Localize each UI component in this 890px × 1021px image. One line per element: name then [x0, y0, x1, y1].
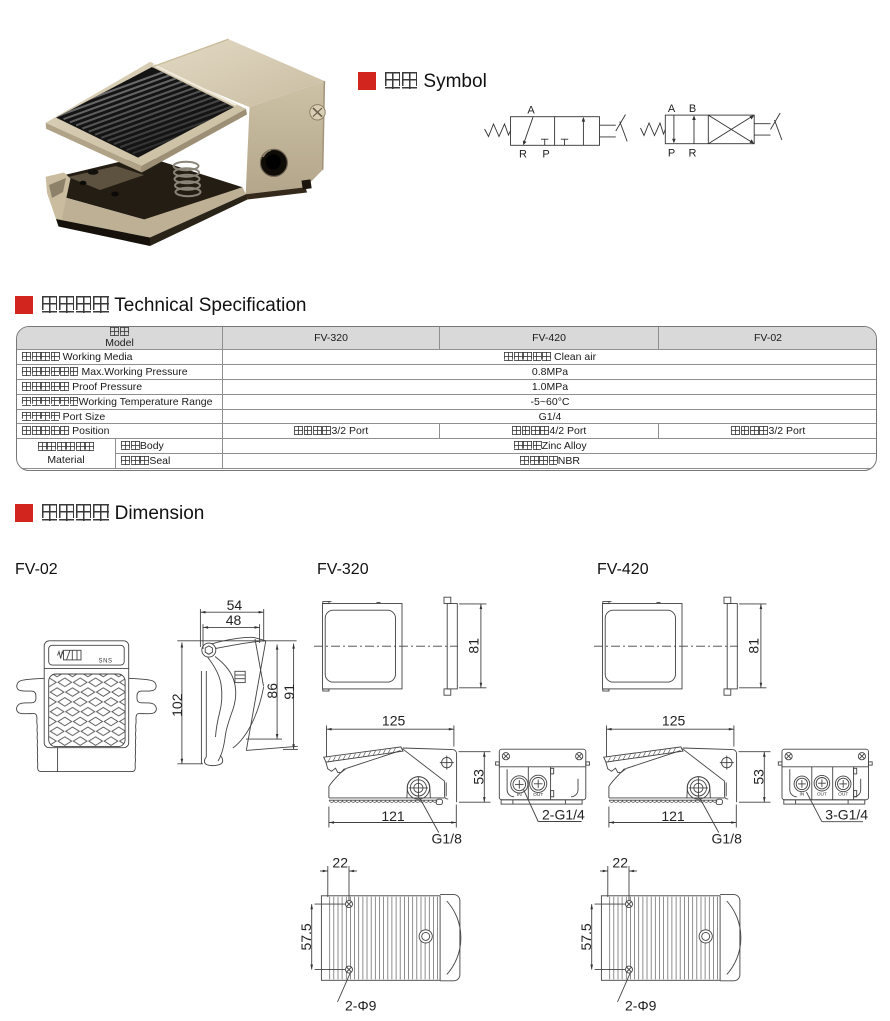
svg-text:53: 53 — [471, 769, 487, 785]
svg-text:125: 125 — [382, 713, 406, 729]
svg-text:IN: IN — [799, 792, 804, 798]
svg-text:B: B — [689, 103, 696, 115]
svg-text:86: 86 — [264, 683, 280, 699]
svg-text:G1/8: G1/8 — [432, 831, 463, 847]
svg-text:2-Φ9: 2-Φ9 — [345, 998, 377, 1014]
svg-text:22: 22 — [332, 855, 348, 871]
svg-text:54: 54 — [227, 597, 243, 613]
svg-text:3-G1/4: 3-G1/4 — [825, 807, 868, 823]
svg-text:A: A — [527, 105, 535, 117]
svg-text:48: 48 — [226, 612, 242, 628]
svg-text:57.5: 57.5 — [298, 923, 314, 950]
svg-text:OUT: OUT — [817, 792, 827, 798]
svg-text:A: A — [668, 103, 676, 115]
svg-text:R: R — [519, 149, 527, 161]
svg-text:IN: IN — [517, 792, 522, 798]
svg-text:121: 121 — [381, 808, 405, 824]
svg-text:102: 102 — [169, 693, 185, 717]
svg-text:OUT: OUT — [533, 792, 543, 798]
svg-text:P: P — [542, 149, 549, 161]
svg-text:2-G1/4: 2-G1/4 — [542, 807, 585, 823]
svg-text:SNS: SNS — [99, 659, 113, 665]
svg-text:81: 81 — [466, 638, 482, 654]
svg-text:OUT: OUT — [838, 792, 848, 798]
svg-text:R: R — [689, 148, 697, 160]
svg-text:91: 91 — [281, 684, 297, 700]
svg-text:P: P — [668, 148, 675, 160]
